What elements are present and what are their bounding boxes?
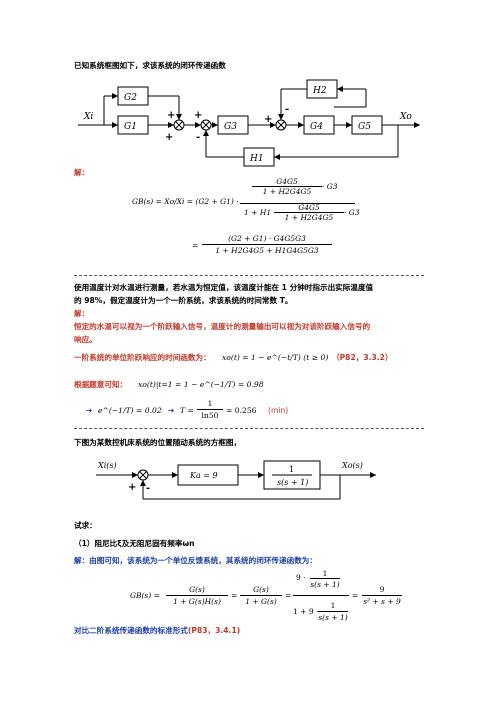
result-den: 1 + H2G4G5 + H1G4G5G3 (215, 246, 319, 255)
inner-top-den: 1 + H2G4G5 (262, 187, 312, 196)
inner-bot-den: 1 + H2G4G5 (284, 213, 334, 222)
result-b-num: 1 (207, 399, 213, 408)
result-b-lhs: T = (180, 406, 194, 415)
result-b-value: = 0.256 (226, 406, 257, 415)
sign-minus: - (146, 483, 150, 494)
solution-2-expl-2: 响应。 (74, 335, 97, 344)
label-g5: G5 (358, 122, 371, 132)
inner-top-num: G4G5 (276, 177, 298, 186)
label-g2: G2 (124, 93, 137, 103)
input-label: Xi(s) (97, 461, 117, 470)
separator-2 (74, 428, 424, 429)
condition-prefix: 根据题意可知： (74, 380, 128, 389)
problem-3-intro: 下图为某数控机床系统的位置随动系统的方框图， (74, 438, 242, 447)
gain-label: Ka = 9 (189, 471, 218, 480)
solution-3-text: 解：由图可知，该系统为一个单位反馈系统，其系统的闭环传递函数为： (74, 556, 317, 565)
problem-2-line-2: 的 98%，假定温度计为一个一阶系统，求该系统的时间常数 T。 (74, 296, 293, 305)
sign-plus-3a: + (264, 114, 272, 125)
ask-label: 试求： (74, 521, 97, 530)
label-h1: H1 (249, 154, 264, 164)
times-g3: · G3 (322, 182, 338, 191)
sign-minus-2b: - (196, 132, 200, 143)
solution-2-expl-1: 恒定的水温可以视为一个阶跃输入信号，温度计的测量输出可以视为对该阶跃输入信号的 (74, 322, 371, 331)
inner-bot-num: G4G5 (298, 203, 320, 212)
label-g1: G1 (124, 122, 137, 132)
separator-1 (74, 275, 424, 276)
label-h2: H2 (312, 86, 327, 96)
result-a: e^(−1/T) = 0.02 (98, 406, 162, 415)
step-response-prefix: 一阶系统的单位阶跃响应的时间函数为： (74, 353, 211, 362)
condition-formula: xo(t)|t=1 = 1 − e^(−1/T) = 0.98 (138, 380, 264, 389)
problem-2-line-1: 使用温度计对水温进行测量，若水温为恒定值，该温度计能在 1 分钟时指示出实际温度… (74, 283, 374, 292)
solution-2-label: 解： (74, 309, 90, 318)
compare-ref: (P83，3.4.1) (187, 626, 241, 635)
label-g3: G3 (224, 122, 237, 132)
arrow-icon: ➔ (86, 406, 93, 415)
sign-plus-1a: + (167, 110, 175, 121)
arrow-icon: ➔ (168, 406, 175, 415)
sign-plus-2a: + (194, 110, 202, 121)
solution-1-label: 解： (74, 168, 90, 177)
result-b-den: ln50 (201, 411, 219, 420)
problem-1-intro: 已知系统框图如下，求该系统的闭环传递函数 (74, 61, 226, 70)
result-b-unit: (min) (268, 406, 289, 415)
plant-num: 1 (289, 465, 294, 474)
sign-plus-1b: + (165, 132, 173, 143)
step-response-ref: （P82，3.3.2） (332, 353, 393, 362)
one-plus-h1: 1 + H1 · (244, 208, 276, 217)
sub-question-1: （1）阻尼比ξ及无阻尼固有频率ωn (74, 539, 195, 548)
step-response-formula: xo(t) = 1 − e^(−t/T) (t ≥ 0) (222, 353, 329, 362)
plant-den: s(s + 1) (277, 478, 308, 487)
label-g4: G4 (310, 122, 323, 132)
sign-plus: + (128, 482, 136, 493)
gb-lhs: GB(s) = Xo/Xi = (G2 + G1) · (132, 197, 239, 206)
result-num: (G2 + G1) · G4G5G3 (228, 234, 306, 243)
output-label: Xo(s) (341, 461, 363, 470)
sign-minus-3b: - (285, 104, 289, 115)
output-label: Xo (399, 112, 412, 122)
input-label: Xi (83, 112, 93, 122)
compare-text: 对比二阶系统传递函数的标准形式(P83，3.4.1) (74, 626, 241, 635)
